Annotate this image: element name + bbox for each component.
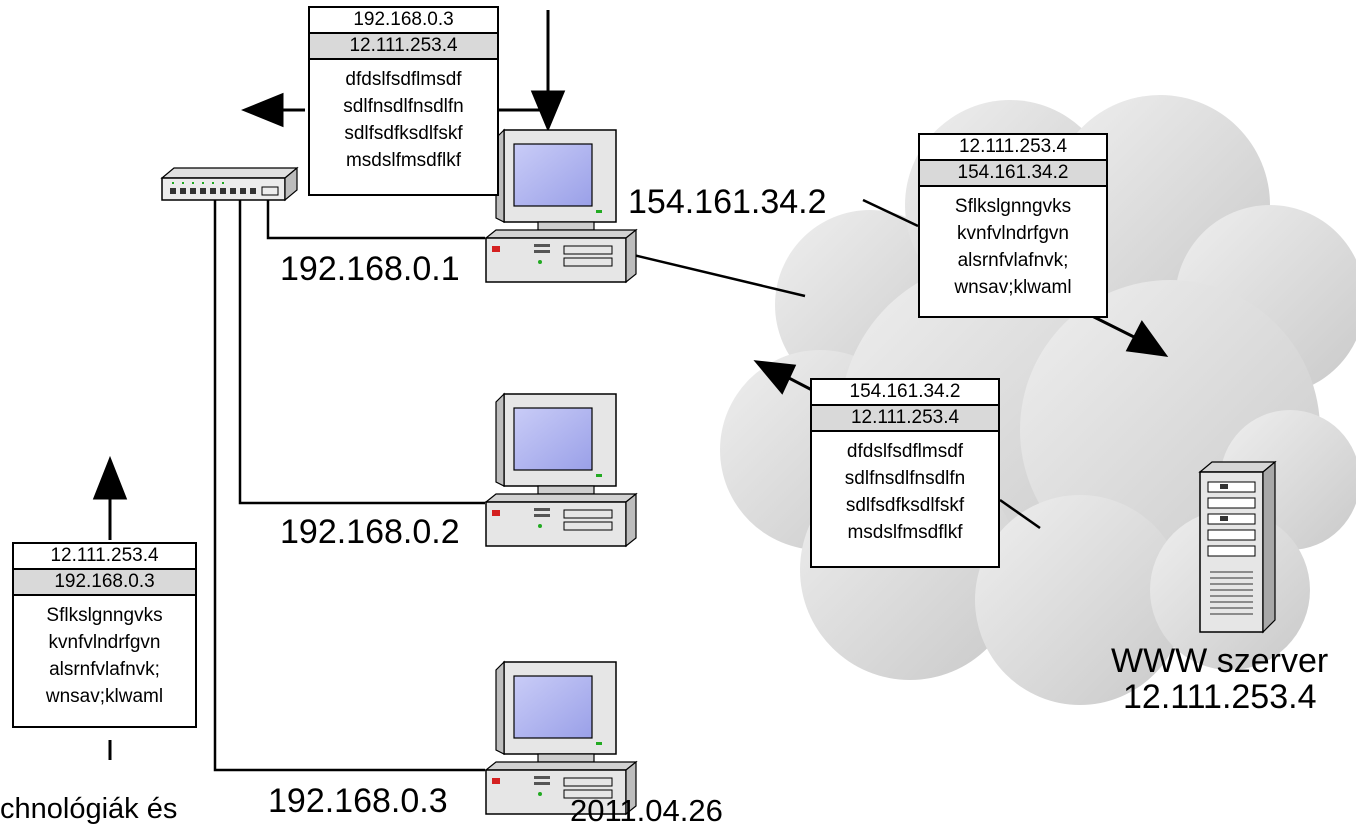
packet-src: 192.168.0.3 [310, 8, 497, 34]
network-switch [160, 166, 299, 202]
www-server-icon [1198, 460, 1277, 634]
packet-dst: 154.161.34.2 [920, 161, 1106, 187]
pc1-ip-label: 192.168.0.1 [280, 250, 460, 288]
server-name-label: WWW szerver [1111, 642, 1329, 680]
packet-top: 192.168.0.3 12.111.253.4 dfdslfsdflmsdf … [308, 6, 499, 196]
payload-line: msdslfmsdflkf [847, 522, 963, 543]
payload-line: msdslfmsdflkf [345, 150, 462, 171]
packet-payload: dfdslfsdflmsdf sdlfnsdlfnsdlfn sdlfsdfks… [310, 60, 497, 178]
packet-right-top: 12.111.253.4 154.161.34.2 Sflkslgnngvks … [918, 133, 1108, 318]
payload-line: sdlfsdfksdlfskf [344, 123, 463, 144]
payload-line: kvnfvlndrfgvn [957, 223, 1069, 244]
packet-dst: 192.168.0.3 [14, 570, 195, 596]
payload-line: kvnfvlndrfgvn [48, 632, 161, 653]
payload-line: dfdslfsdflmsdf [345, 69, 462, 90]
pc3-ip-label: 192.168.0.3 [268, 782, 448, 820]
packet-payload: Sflkslgnngvks kvnfvlndrfgvn alsrnfvlafnv… [920, 187, 1106, 305]
lan-cables [213, 198, 1041, 772]
packet-left: 12.111.253.4 192.168.0.3 Sflkslgnngvks k… [12, 542, 197, 728]
pc2-ip-label: 192.168.0.2 [280, 513, 460, 551]
payload-line: sdlfnsdlfnsdlfn [844, 468, 966, 489]
packet-middle: 154.161.34.2 12.111.253.4 dfdslfsdflmsdf… [810, 378, 1000, 568]
payload-line: alsrnfvlafnvk; [49, 659, 160, 680]
packet-src: 12.111.253.4 [14, 544, 195, 570]
payload-line: Sflkslgnngvks [954, 196, 1072, 217]
payload-line: sdlfnsdlfnsdlfn [343, 96, 464, 117]
payload-line: wnsav;klwaml [954, 277, 1072, 298]
computer-192-168-0-3 [485, 661, 637, 815]
packet-payload: dfdslfsdflmsdf sdlfnsdlfnsdlfn sdlfsdfks… [812, 432, 998, 550]
payload-line: Sflkslgnngvks [46, 605, 163, 626]
payload-line: dfdslfsdflmsdf [846, 441, 964, 462]
server-ip-label: 12.111.253.4 [1123, 678, 1317, 716]
payload-line: sdlfsdfksdlfskf [845, 495, 965, 516]
payload-line: alsrnfvlafnvk; [957, 250, 1069, 271]
flow-arrows [92, 10, 1169, 760]
computer-192-168-0-2 [485, 393, 637, 547]
computer-192-168-0-1 [485, 129, 637, 283]
packet-payload: Sflkslgnngvks kvnfvlndrfgvn alsrnfvlafnv… [14, 596, 195, 714]
footer-course-text: chnológiák és [0, 793, 178, 825]
packet-src: 12.111.253.4 [920, 135, 1106, 161]
footer-date: 2011.04.26 [570, 793, 723, 828]
packet-src: 154.161.34.2 [812, 380, 998, 406]
packet-dst: 12.111.253.4 [812, 406, 998, 432]
payload-line: wnsav;klwaml [45, 686, 164, 707]
router-public-ip-label: 154.161.34.2 [628, 183, 827, 221]
packet-dst: 12.111.253.4 [310, 34, 497, 60]
